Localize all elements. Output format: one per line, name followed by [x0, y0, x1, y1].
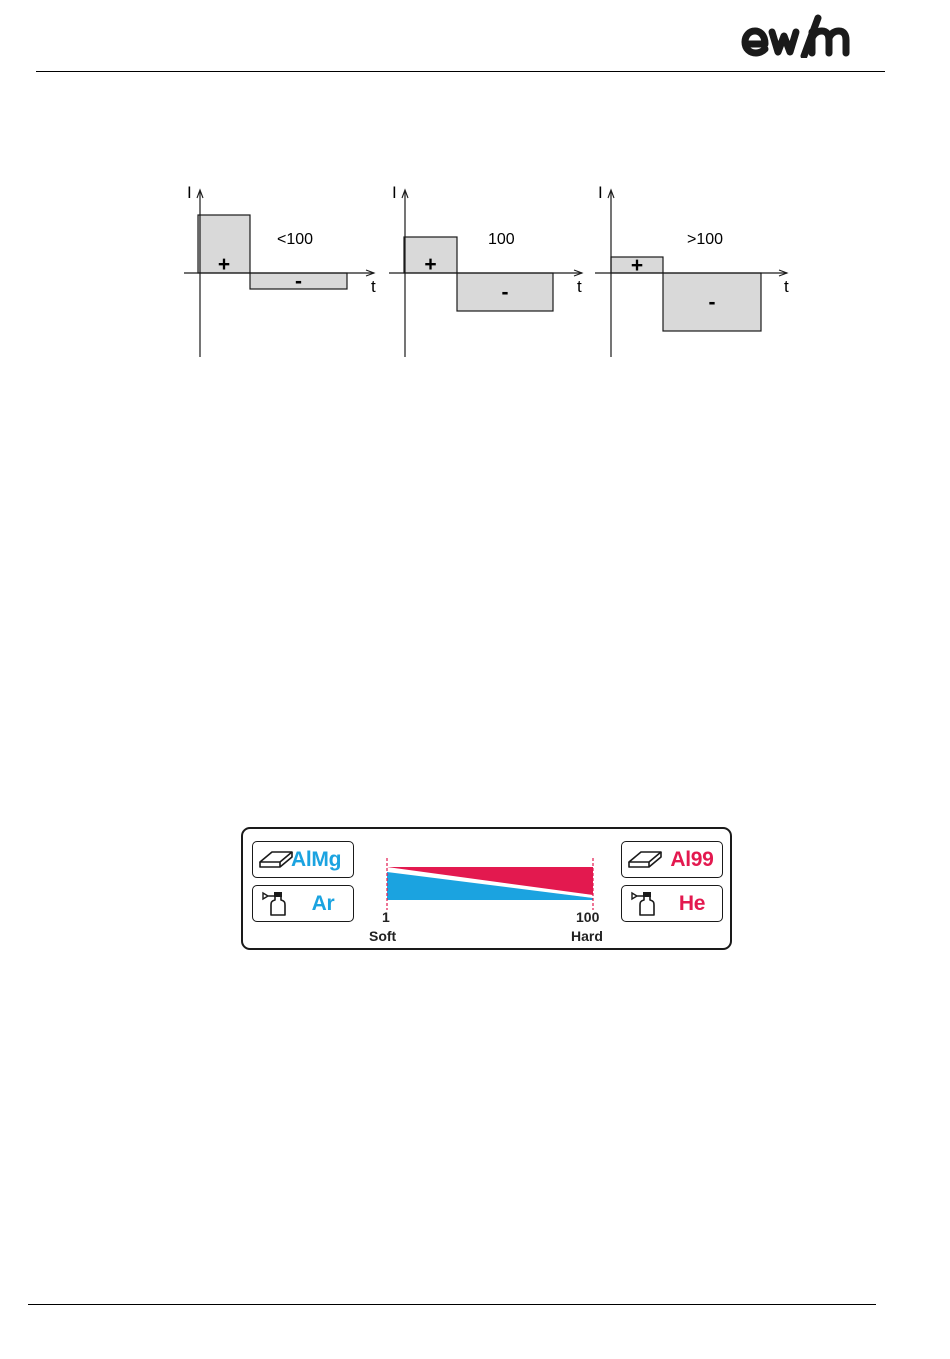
- time-axis-label: t: [577, 277, 582, 296]
- balance-panel: AlMg Ar Al99 He 1 Soft 100 H: [241, 827, 732, 950]
- gas-cylinder-icon: [262, 890, 292, 916]
- workpiece-plate-icon: [258, 848, 294, 872]
- scale-max-value: 100: [576, 910, 599, 925]
- positive-sign: +: [631, 254, 643, 277]
- negative-sign: -: [295, 270, 302, 293]
- right-material-box: Al99: [621, 841, 723, 878]
- time-axis-arrow: [779, 270, 787, 276]
- footer-rule: [28, 1304, 876, 1305]
- time-axis-arrow: [366, 270, 374, 276]
- current-axis-label: I: [187, 183, 192, 202]
- time-axis-arrow: [574, 270, 582, 276]
- waveform-1: It <100 + -: [184, 183, 376, 357]
- positive-half-wave: [198, 215, 250, 273]
- left-gas-box: Ar: [252, 885, 354, 922]
- balance-value-label: <100: [277, 231, 313, 248]
- positive-sign: +: [424, 253, 436, 276]
- workpiece-plate-icon: [627, 848, 663, 872]
- scale-max-label: Hard: [571, 929, 603, 944]
- scale-min-value: 1: [382, 910, 390, 925]
- current-axis-label: I: [392, 183, 397, 202]
- ewm-logo: ewm: [738, 14, 870, 58]
- ewm-logo-mark: [738, 14, 870, 58]
- negative-sign: -: [709, 291, 716, 314]
- balance-value-label: 100: [488, 231, 515, 248]
- current-axis-arrow: [402, 190, 408, 198]
- negative-sign: -: [502, 281, 509, 304]
- gas-cylinder-icon: [631, 890, 661, 916]
- time-axis-label: t: [371, 277, 376, 296]
- current-axis-arrow: [608, 190, 614, 198]
- right-gas-label: He: [662, 886, 722, 921]
- right-material-label: Al99: [662, 842, 722, 877]
- waveform-diagrams: It <100 + - It 100 + - It >100 + -: [0, 0, 950, 420]
- balance-value-label: >100: [687, 231, 723, 248]
- left-material-box: AlMg: [252, 841, 354, 878]
- balance-bar: [381, 856, 601, 910]
- positive-half-wave: [404, 237, 457, 273]
- current-axis-label: I: [598, 183, 603, 202]
- waveform-2: It 100 + -: [389, 183, 582, 357]
- current-axis-arrow: [197, 190, 203, 198]
- time-axis-label: t: [784, 277, 789, 296]
- scale-min-label: Soft: [369, 929, 396, 944]
- positive-sign: +: [218, 253, 230, 276]
- left-material-label: AlMg: [291, 842, 353, 877]
- left-gas-label: Ar: [293, 886, 353, 921]
- negative-half-wave: [250, 273, 347, 289]
- positive-half-wave: [611, 257, 663, 273]
- header-rule: [36, 71, 885, 72]
- negative-half-wave: [663, 273, 761, 331]
- waveform-3: It >100 + -: [595, 183, 789, 357]
- negative-half-wave: [457, 273, 553, 311]
- right-gas-box: He: [621, 885, 723, 922]
